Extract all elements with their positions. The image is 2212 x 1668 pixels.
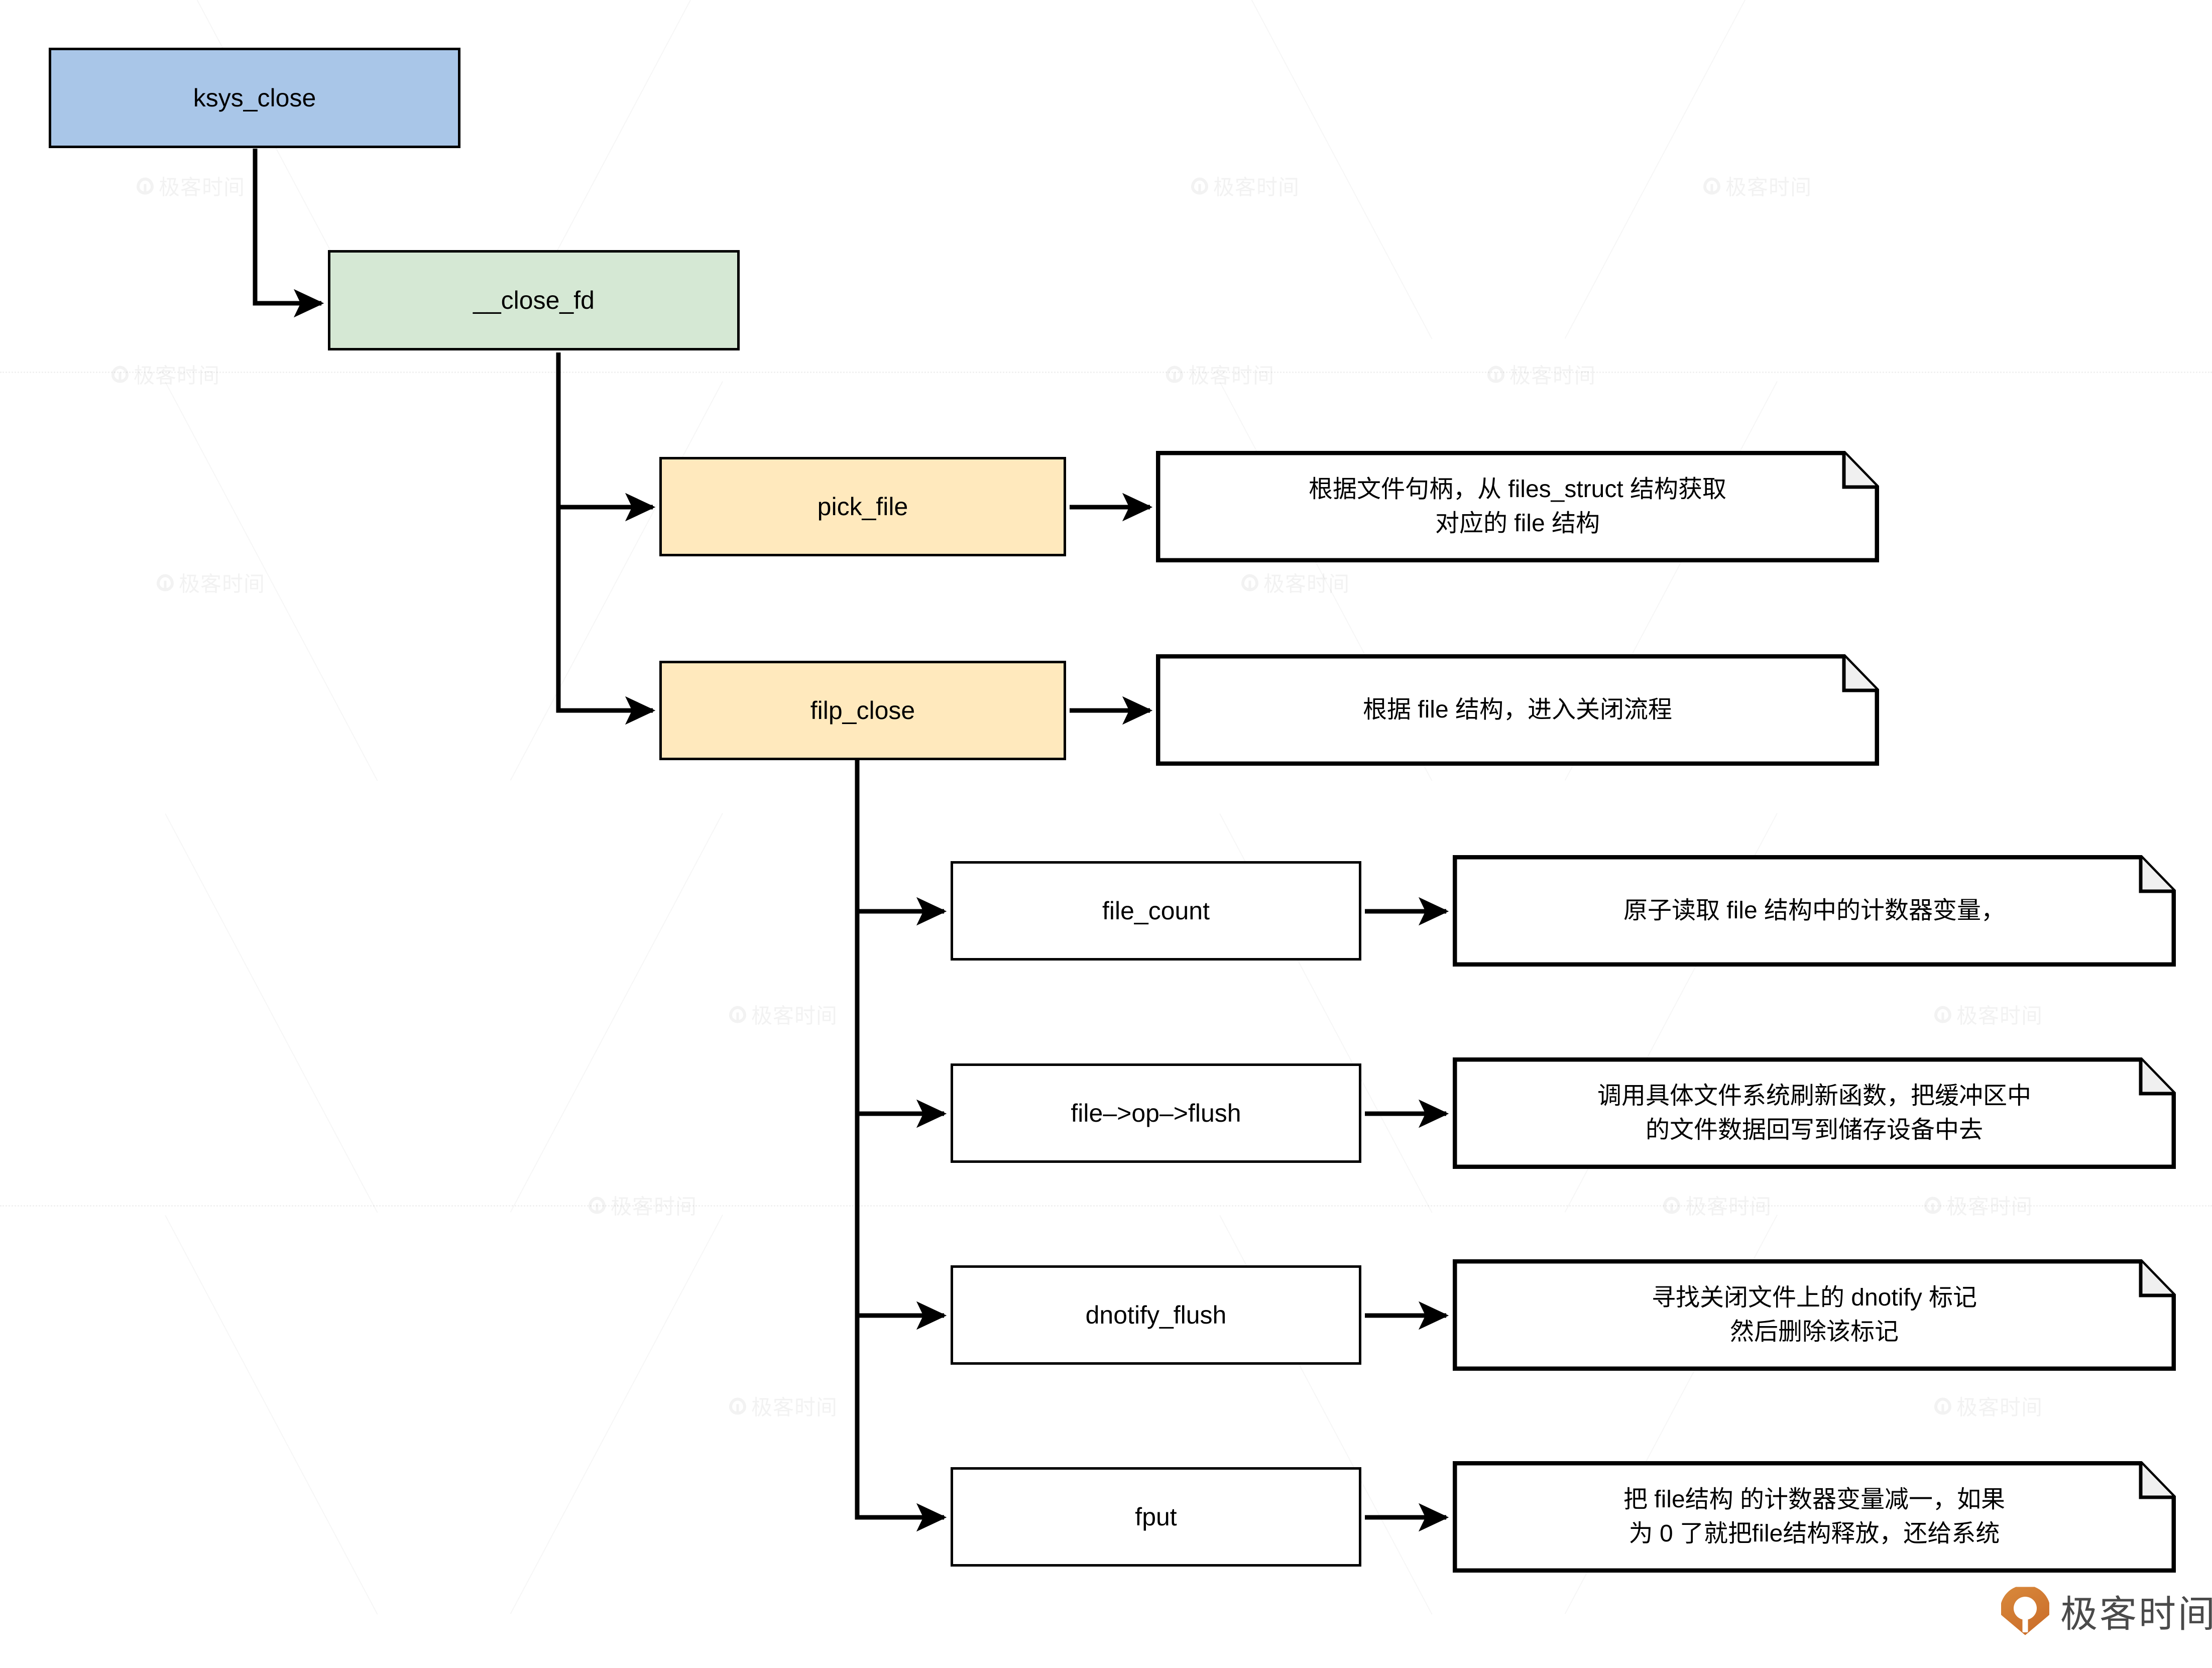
note-line: 为 0 了就把file结构释放，还给系统	[1628, 1520, 2000, 1547]
watermark-text: 极客时间	[1725, 175, 1812, 200]
node-label: filp_close	[810, 696, 915, 725]
watermark-text: 极客时间	[751, 1003, 838, 1028]
note-line: 寻找关闭文件上的 dnotify 标记	[1651, 1284, 1977, 1311]
node-file-count[interactable]: file_count	[951, 861, 1361, 961]
location-pin-icon	[729, 1006, 746, 1023]
node-label: file–>op–>flush	[1071, 1099, 1241, 1127]
note-line: 根据文件句柄，从 files_struct 结构获取	[1308, 475, 1727, 503]
node-close-fd[interactable]: __close_fd	[328, 250, 740, 350]
location-pin-icon	[1934, 1397, 1951, 1414]
node-op-flush[interactable]: file–>op–>flush	[951, 1063, 1361, 1163]
watermark-text: 极客时间	[1685, 1194, 1772, 1219]
watermark-text: 极客时间	[1213, 175, 1300, 200]
watermark-text: 极客时间	[1956, 1003, 2043, 1028]
note-line: 的文件数据回写到储存设备中去	[1645, 1117, 1983, 1143]
watermark-text: 极客时间	[133, 363, 220, 388]
watermark-text: 极客时间	[751, 1395, 838, 1420]
note-dnotify-flush: 寻找关闭文件上的 dnotify 标记 然后删除该标记	[1453, 1259, 2176, 1371]
node-label: file_count	[1102, 896, 1210, 925]
note-line: 对应的 file 结构	[1435, 510, 1600, 537]
location-pin-icon	[136, 177, 154, 194]
node-fput[interactable]: fput	[951, 1467, 1361, 1567]
edge-close-fd-to-filp-close	[556, 352, 656, 725]
node-label: fput	[1135, 1502, 1177, 1531]
note-line: 调用具体文件系统刷新函数，把缓冲区中	[1597, 1082, 2031, 1109]
location-pin-icon	[1934, 1006, 1951, 1023]
node-label: pick_file	[817, 492, 908, 521]
location-pin-icon	[111, 366, 129, 383]
node-label: ksys_close	[193, 83, 316, 112]
note-op-flush: 调用具体文件系统刷新函数，把缓冲区中 的文件数据回写到储存设备中去	[1453, 1057, 2176, 1169]
node-label: dnotify_flush	[1085, 1300, 1227, 1329]
note-line: 根据 file 结构，进入关闭流程	[1362, 696, 1673, 723]
location-pin-icon	[156, 574, 174, 591]
node-filp-close[interactable]: filp_close	[659, 661, 1066, 760]
watermark-text: 极客时间	[610, 1194, 697, 1219]
location-pin-icon	[1241, 574, 1258, 591]
edge-filp-close-to-fput	[855, 738, 947, 1532]
edge-filp-close-to-dnotify-flush	[855, 738, 947, 1330]
note-line: 原子读取 file 结构中的计数器变量，	[1623, 897, 2006, 924]
node-dnotify-flush[interactable]: dnotify_flush	[951, 1265, 1361, 1365]
edge-close-fd-to-pick-file	[556, 352, 656, 522]
location-pin-icon	[1487, 366, 1504, 383]
note-line: 然后删除该标记	[1729, 1319, 1899, 1345]
watermark-text: 极客时间	[1509, 363, 1596, 388]
watermark-text: 极客时间	[1263, 571, 1350, 597]
edge-filp-close-to-op-flush	[855, 738, 947, 1128]
location-pin-icon	[1703, 177, 1720, 194]
location-pin-icon	[1924, 1197, 1941, 1214]
note-file-count: 原子读取 file 结构中的计数器变量，	[1453, 855, 2176, 967]
location-pin-icon	[1166, 366, 1183, 383]
node-label: __close_fd	[473, 286, 595, 314]
watermark-text: 极客时间	[178, 571, 266, 597]
node-ksys-close[interactable]: ksys_close	[49, 48, 460, 148]
node-pick-file[interactable]: pick_file	[659, 457, 1066, 556]
note-pick-file: 根据文件句柄，从 files_struct 结构获取 对应的 file 结构	[1156, 451, 1879, 562]
watermark-text: 极客时间	[158, 175, 246, 200]
watermark-text: 极客时间	[1956, 1395, 2043, 1420]
location-pin-icon	[1191, 177, 1208, 194]
location-pin-icon	[729, 1397, 746, 1414]
geektime-pin-icon	[2001, 1587, 2049, 1635]
note-filp-close: 根据 file 结构，进入关闭流程	[1156, 654, 1879, 766]
location-pin-icon	[1663, 1197, 1680, 1214]
note-line: 把 file结构 的计数器变量减一，如果	[1623, 1486, 2006, 1513]
watermark-text: 极客时间	[1188, 363, 1275, 388]
note-fput: 把 file结构 的计数器变量减一，如果 为 0 了就把file结构释放，还给系…	[1453, 1461, 2176, 1573]
edge-filp-close-to-file-count	[855, 738, 947, 926]
brand-name: 极客时间	[2060, 1593, 2212, 1636]
brand-logo: 极客时间	[2001, 1584, 2212, 1638]
location-pin-icon	[588, 1197, 606, 1214]
edge-ksys-close-to-close-fd	[253, 149, 324, 318]
watermark-text: 极客时间	[1946, 1194, 2033, 1219]
